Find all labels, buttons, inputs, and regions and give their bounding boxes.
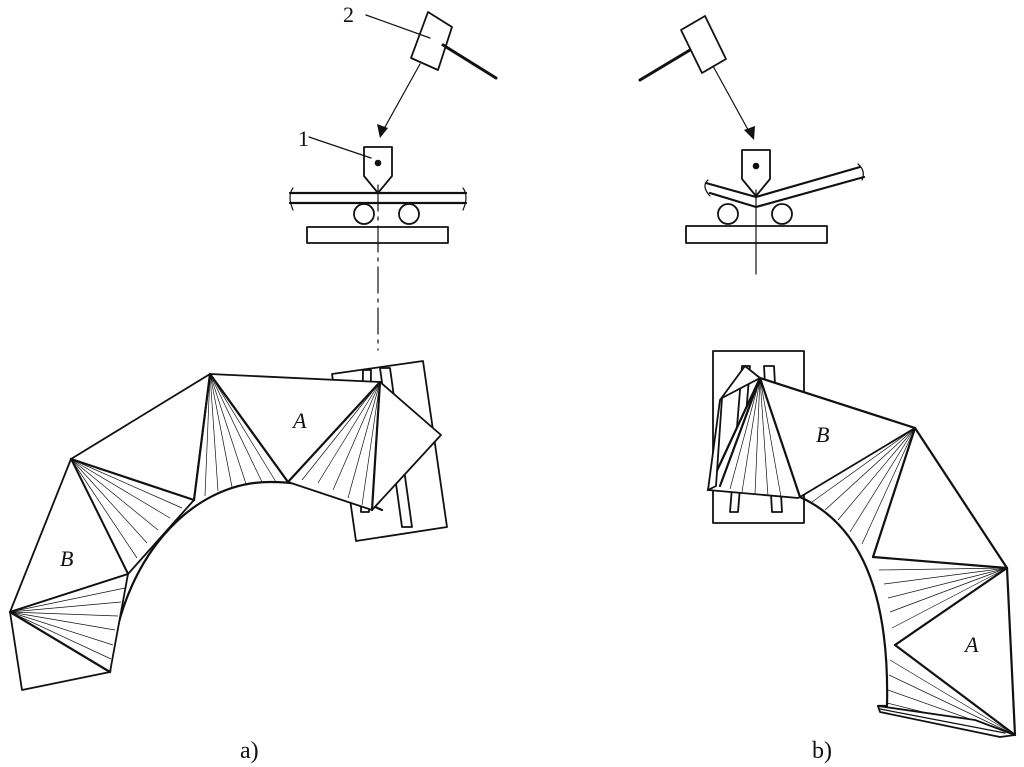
fold-b-right bbox=[706, 365, 916, 499]
fold-a-right bbox=[877, 566, 1017, 738]
punch-1-left bbox=[308, 136, 393, 194]
fold-lower-right bbox=[871, 555, 1009, 647]
sheet-bent-right bbox=[704, 163, 866, 209]
callout-1: 1 bbox=[298, 126, 309, 151]
fold-mid-right bbox=[811, 426, 1009, 570]
region-a-left: A bbox=[291, 408, 307, 433]
arc-right bbox=[798, 495, 889, 708]
punch-right bbox=[741, 149, 771, 197]
fold-a-left bbox=[208, 372, 442, 512]
sensor-right bbox=[638, 15, 755, 140]
fold-b-left bbox=[8, 458, 129, 691]
region-b-right: B bbox=[816, 422, 829, 447]
region-a-right: A bbox=[963, 632, 979, 657]
panel-b: B A b) bbox=[638, 15, 1017, 764]
caption-b: b) bbox=[812, 738, 832, 764]
region-b-left: B bbox=[60, 546, 73, 571]
panel-a: A B 2 1 a) bbox=[8, 2, 498, 764]
callout-2: 2 bbox=[343, 2, 354, 27]
caption-a: a) bbox=[240, 738, 259, 764]
sensor-2-left bbox=[365, 11, 498, 138]
